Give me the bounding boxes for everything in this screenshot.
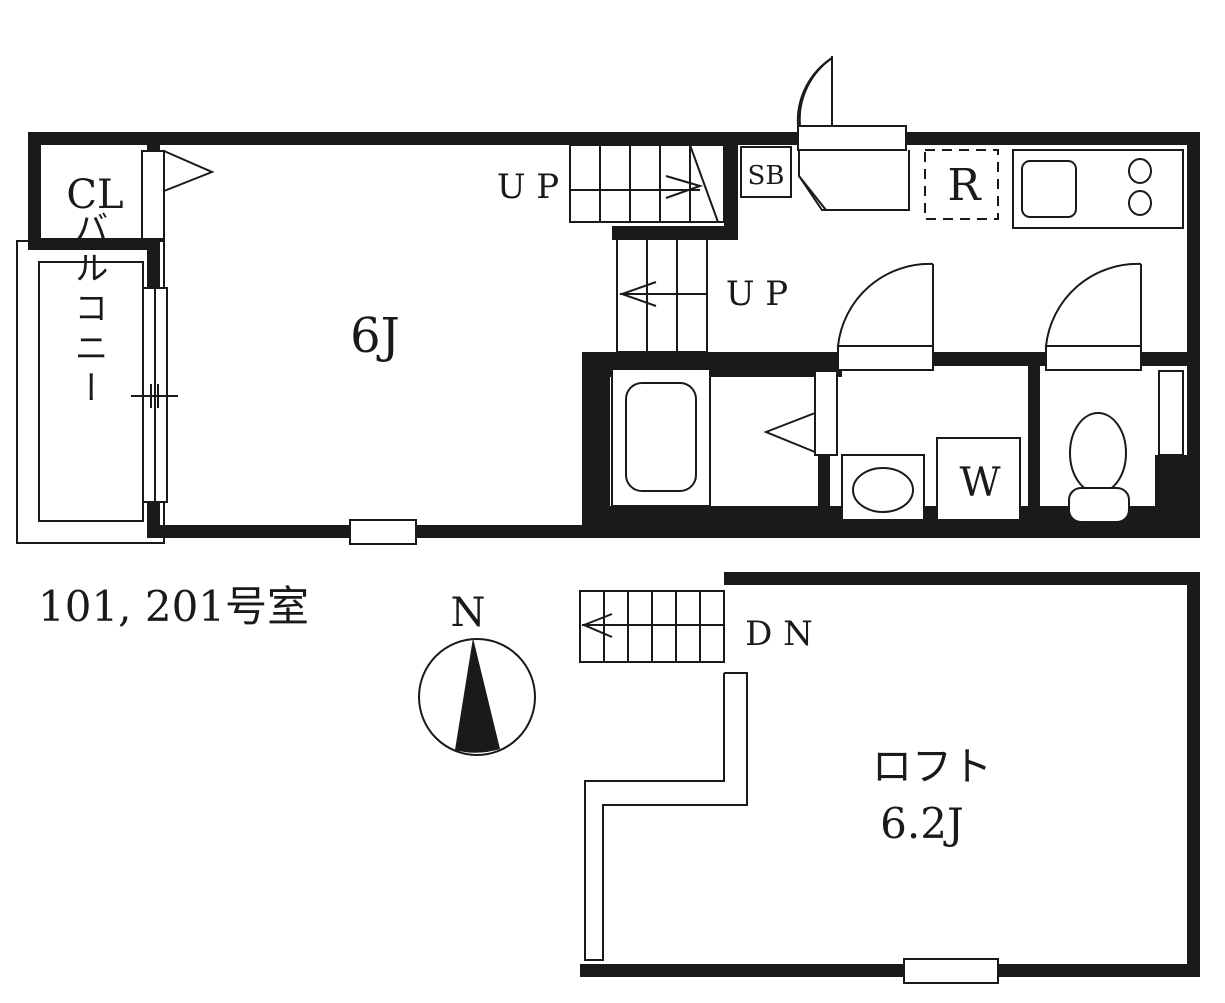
compass-north-label: N <box>451 590 486 636</box>
stair-left-arrow <box>618 281 657 307</box>
loft-stair-label: D N <box>745 614 813 654</box>
refrigerator-label: R <box>947 160 982 211</box>
balcony-label: バルコニー <box>68 210 108 410</box>
compass-needle-icon <box>455 638 500 753</box>
burner-icon <box>1128 190 1152 216</box>
bathroom <box>611 368 838 507</box>
refrigerator-space <box>924 149 999 220</box>
sink-icon <box>1021 160 1077 218</box>
shoe-box-label: SB <box>748 161 785 191</box>
closet-door[interactable] <box>141 150 165 240</box>
closet-door-swing <box>163 150 215 192</box>
loft-railing <box>584 672 748 961</box>
toilet-shelf <box>1158 370 1184 456</box>
loft-size-label: 6.2J <box>880 799 964 848</box>
main-room-label: 6J <box>350 308 400 364</box>
loft-window[interactable] <box>903 958 999 984</box>
shoe-box <box>740 146 792 198</box>
front-door-swing <box>798 57 833 127</box>
entrance-step <box>798 175 834 211</box>
upper-staircase: U P <box>497 144 725 223</box>
washer-space <box>936 437 1021 521</box>
unit-label: 101, 201号室 <box>38 582 309 631</box>
toilet <box>1068 370 1184 523</box>
stair-down-arrow <box>581 613 613 638</box>
closet-label: CL <box>66 172 123 218</box>
toilet-door-group <box>1045 262 1142 371</box>
washroom-door[interactable] <box>837 345 934 371</box>
balcony-inner <box>38 261 144 522</box>
washroom: W <box>841 437 1021 521</box>
toilet-bowl-icon <box>1069 412 1127 494</box>
toilet-tank-icon <box>1068 487 1130 523</box>
washer-label: W <box>959 460 1000 506</box>
main-room: 6J バルコニー <box>68 210 417 545</box>
washroom-door-swing <box>837 262 934 347</box>
bathroom-door[interactable] <box>814 370 838 456</box>
balcony <box>16 240 165 544</box>
burner-icon <box>1128 158 1152 184</box>
bottom-window[interactable] <box>349 519 417 545</box>
stair-up-arrow <box>665 175 704 199</box>
basin-bowl-icon <box>852 467 914 513</box>
kitchen: R <box>924 149 1184 229</box>
loft-name-label: ロフト <box>872 744 992 790</box>
washroom-door-group <box>837 262 934 371</box>
lower-staircase: U P <box>616 234 788 353</box>
toilet-door-swing <box>1045 262 1142 347</box>
front-door[interactable] <box>797 125 907 151</box>
entrance: SB <box>740 56 910 211</box>
toilet-door[interactable] <box>1045 345 1142 371</box>
lower-stair-label: U P <box>726 274 788 314</box>
loft: D N ロフト 6.2J <box>579 572 1200 984</box>
closet: CL <box>66 150 215 240</box>
upper-stair-label: U P <box>497 167 559 207</box>
compass: N <box>418 590 536 756</box>
bathroom-door-swing <box>763 412 816 453</box>
bathtub-basin <box>625 382 697 492</box>
